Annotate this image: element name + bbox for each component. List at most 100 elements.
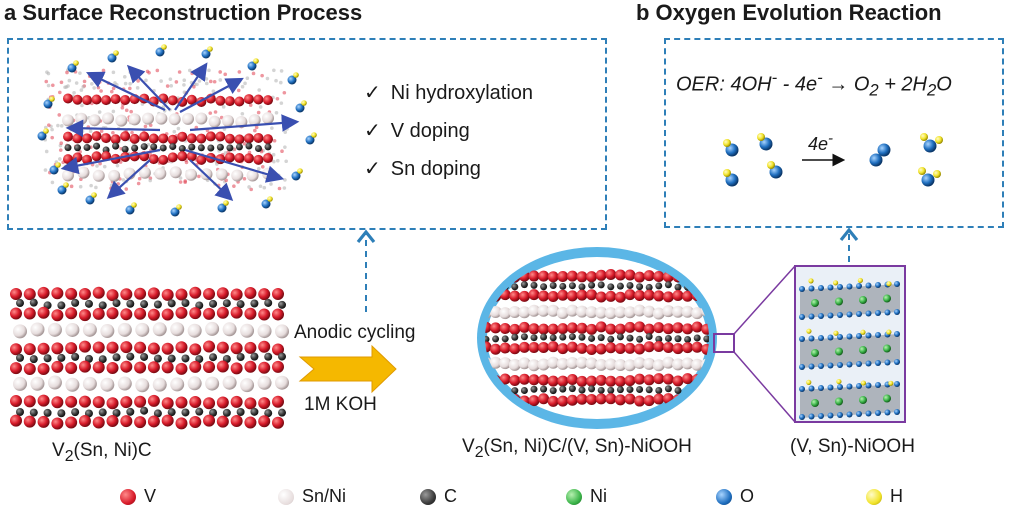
atom bbox=[585, 357, 598, 370]
o-atom-icon bbox=[716, 488, 732, 505]
atom bbox=[65, 416, 78, 429]
atom bbox=[490, 394, 502, 406]
atom bbox=[187, 376, 202, 391]
atom bbox=[78, 288, 91, 301]
atom bbox=[576, 271, 588, 283]
atom bbox=[117, 322, 132, 337]
noise-dot bbox=[240, 84, 245, 89]
atom bbox=[65, 361, 78, 374]
atom bbox=[643, 305, 656, 318]
atom bbox=[578, 386, 586, 394]
h-atom bbox=[836, 378, 842, 385]
noise-dot bbox=[89, 183, 93, 188]
atom bbox=[253, 94, 264, 105]
o-atom bbox=[837, 334, 843, 340]
o-atom bbox=[827, 312, 834, 319]
oh-h-atom bbox=[297, 168, 303, 174]
atom bbox=[485, 395, 492, 407]
oh-h-atom bbox=[49, 96, 55, 102]
o-atom bbox=[827, 284, 834, 291]
atom bbox=[595, 393, 607, 405]
atom bbox=[131, 144, 139, 152]
atom bbox=[186, 94, 197, 105]
shell-inner bbox=[487, 257, 707, 419]
atom bbox=[538, 290, 550, 302]
noise-dot bbox=[208, 79, 213, 84]
noise-dot bbox=[109, 89, 114, 94]
atom bbox=[272, 395, 284, 408]
noise-dot bbox=[116, 182, 120, 186]
oh-o-atom bbox=[247, 61, 257, 71]
atom bbox=[263, 153, 273, 164]
atom bbox=[547, 395, 559, 407]
atom bbox=[258, 361, 271, 374]
atom bbox=[653, 270, 665, 282]
atom bbox=[71, 408, 80, 417]
noise-dot bbox=[136, 79, 140, 83]
atom bbox=[120, 360, 133, 373]
atom bbox=[263, 95, 273, 106]
atom bbox=[23, 415, 36, 428]
atom bbox=[65, 322, 80, 337]
atom bbox=[106, 289, 119, 302]
noise-dot bbox=[136, 181, 141, 186]
atom bbox=[275, 324, 289, 339]
o-atom bbox=[808, 413, 815, 420]
atom bbox=[248, 114, 261, 127]
o-atom bbox=[818, 363, 824, 369]
noise-dot bbox=[283, 178, 287, 182]
noise-dot bbox=[74, 81, 79, 85]
oh-o-atom bbox=[43, 99, 53, 109]
atom bbox=[672, 343, 684, 355]
atom bbox=[120, 396, 133, 409]
noise-dot bbox=[130, 130, 134, 135]
atom bbox=[106, 307, 119, 320]
atom bbox=[100, 324, 115, 339]
atom bbox=[264, 298, 273, 307]
noise-dot bbox=[66, 84, 70, 88]
noise-dot bbox=[260, 165, 265, 169]
noise-dot bbox=[172, 129, 177, 134]
ni-atom bbox=[811, 349, 819, 357]
atom bbox=[664, 334, 672, 342]
atom bbox=[662, 341, 674, 353]
atom bbox=[501, 335, 509, 343]
atom bbox=[597, 281, 605, 289]
o-atom bbox=[865, 360, 872, 367]
atom bbox=[134, 287, 147, 300]
atom bbox=[108, 169, 121, 182]
noise-dot bbox=[88, 129, 93, 133]
atom bbox=[559, 385, 567, 393]
atom bbox=[203, 414, 216, 427]
noise-dot bbox=[120, 105, 125, 110]
noise-dot bbox=[248, 103, 253, 107]
atom bbox=[195, 355, 204, 364]
atom bbox=[120, 308, 133, 321]
noise-dot bbox=[197, 79, 202, 83]
atom bbox=[528, 304, 540, 317]
noise-dot bbox=[111, 86, 116, 91]
h-atom bbox=[833, 330, 839, 336]
v2-sn-ni-c-structure bbox=[10, 286, 289, 430]
octahedral-layer bbox=[800, 334, 900, 368]
oh-o-atom bbox=[201, 49, 211, 59]
ni-atom bbox=[835, 297, 843, 306]
noise-dot bbox=[121, 178, 126, 182]
atom bbox=[101, 151, 112, 162]
atom bbox=[189, 416, 202, 429]
atom bbox=[203, 307, 216, 320]
atom bbox=[652, 359, 665, 372]
atom bbox=[110, 134, 121, 145]
atom bbox=[674, 387, 682, 395]
atom bbox=[530, 281, 538, 289]
atom bbox=[559, 333, 567, 341]
atom bbox=[121, 145, 129, 153]
noise-dot bbox=[129, 109, 133, 114]
atom bbox=[605, 342, 617, 354]
atom bbox=[140, 300, 149, 309]
atom bbox=[222, 114, 234, 127]
o-atom bbox=[799, 336, 805, 342]
atom bbox=[167, 152, 178, 163]
water-o-atom bbox=[923, 139, 937, 153]
noise-dot bbox=[254, 125, 259, 130]
